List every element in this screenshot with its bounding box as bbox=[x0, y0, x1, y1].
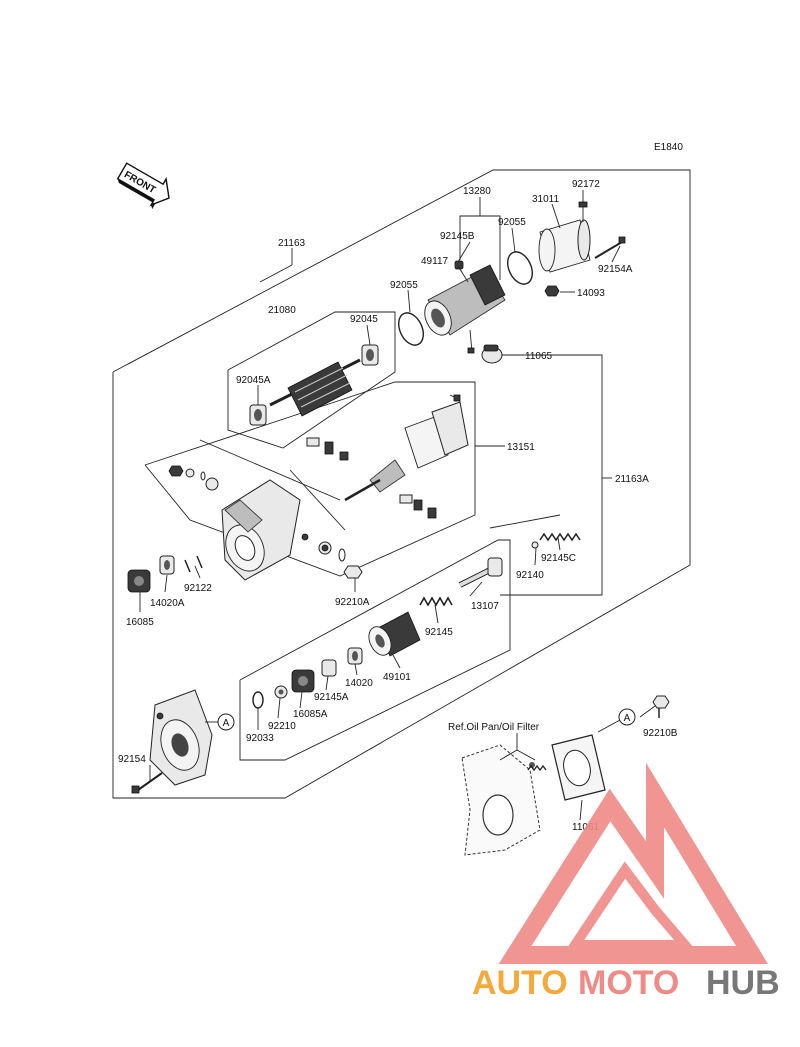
label-21163A: 21163A bbox=[615, 474, 649, 485]
label-92210: 92210 bbox=[268, 721, 296, 732]
part-92033-snap-ring bbox=[252, 691, 264, 709]
part-11061-gasket bbox=[551, 734, 606, 801]
label-92045: 92045 bbox=[350, 314, 378, 325]
part-11065-cap bbox=[481, 344, 503, 364]
label-14020: 14020 bbox=[345, 678, 373, 689]
label-13107: 13107 bbox=[471, 601, 499, 612]
part-92154A-bolt bbox=[594, 236, 626, 259]
label-14020A: 14020A bbox=[150, 598, 185, 609]
watermark-logo: AUTO MOTO HUB bbox=[472, 762, 780, 1002]
callout-a-right: A bbox=[618, 708, 636, 726]
label-92055-lower: 92055 bbox=[390, 280, 418, 291]
part-92045-bearing bbox=[361, 344, 379, 366]
part-92210B-nut bbox=[652, 695, 670, 718]
label-92172: 92172 bbox=[572, 179, 600, 190]
part-13107-shaft bbox=[458, 557, 503, 588]
part-16085A-gear bbox=[291, 669, 315, 693]
brush-frame-13151 bbox=[144, 381, 476, 577]
part-16085-gear bbox=[127, 569, 151, 593]
part-21163-housing bbox=[221, 479, 363, 581]
part-92154-bolt bbox=[131, 772, 163, 794]
part-92210-washer bbox=[274, 685, 288, 699]
part-92055-o-ring-upper bbox=[507, 251, 533, 285]
label-92210A: 92210A bbox=[335, 597, 370, 608]
callout-a-left-text: A bbox=[223, 718, 230, 729]
part-31011-end-cover bbox=[538, 219, 591, 273]
label-92140: 92140 bbox=[516, 570, 544, 581]
part-92145C-spring bbox=[531, 532, 581, 549]
part-front-cover bbox=[149, 689, 213, 786]
part-14020-bushing bbox=[347, 647, 363, 665]
callout-a-left: A bbox=[217, 713, 235, 731]
label-92154: 92154 bbox=[118, 754, 146, 765]
label-14093: 14093 bbox=[577, 288, 605, 299]
part-13280-yoke bbox=[424, 264, 506, 354]
part-92145-spring bbox=[419, 596, 453, 607]
part-49101-clutch bbox=[368, 611, 421, 657]
label-16085A: 16085A bbox=[293, 709, 328, 720]
bracket-13280 bbox=[459, 197, 501, 280]
label-49101: 49101 bbox=[383, 672, 411, 683]
part-92055-o-ring-lower bbox=[398, 312, 424, 346]
label-92145B: 92145B bbox=[440, 231, 475, 242]
label-92154A: 92154A bbox=[598, 264, 633, 275]
label-16085: 16085 bbox=[126, 617, 154, 628]
label-21080: 21080 bbox=[268, 305, 296, 316]
label-11065: 11065 bbox=[525, 351, 553, 362]
part-13151-brush-plate bbox=[306, 394, 469, 519]
front-arrow: FRONT bbox=[116, 162, 170, 210]
watermark-text-hub: HUB bbox=[706, 964, 780, 1002]
part-92145A-spacer bbox=[321, 659, 337, 677]
leader-lines bbox=[139, 190, 656, 821]
part-14093-nut bbox=[544, 285, 560, 297]
label-21163: 21163 bbox=[278, 238, 306, 249]
watermark-text-auto: AUTO bbox=[472, 964, 568, 1002]
label-92145: 92145 bbox=[425, 627, 453, 638]
part-92172-screw bbox=[578, 201, 588, 222]
watermark-text-moto: MOTO bbox=[578, 964, 679, 1002]
label-92145C: 92145C bbox=[541, 553, 576, 564]
part-21080-armature bbox=[269, 358, 361, 417]
label-31011: 31011 bbox=[532, 194, 560, 205]
armature-frame-21080 bbox=[227, 311, 396, 449]
part-ref-oil-pan bbox=[461, 744, 547, 856]
diagram-code: E1840 bbox=[654, 142, 683, 153]
part-92122-pin bbox=[184, 555, 203, 573]
watermark-triangle-icon bbox=[498, 762, 768, 964]
label-13151: 13151 bbox=[507, 442, 535, 453]
bracket-21163A bbox=[489, 354, 612, 596]
label-92045A: 92045A bbox=[236, 375, 271, 386]
label-92145A: 92145A bbox=[314, 692, 349, 703]
label-49117: 49117 bbox=[421, 256, 449, 267]
part-14020A-bushing bbox=[159, 555, 175, 575]
label-ref-note: Ref.Oil Pan/Oil Filter bbox=[448, 722, 540, 733]
label-92122: 92122 bbox=[184, 583, 212, 594]
gear-frame bbox=[239, 539, 511, 761]
assembly-frame-21163 bbox=[112, 169, 691, 799]
label-13280: 13280 bbox=[463, 186, 491, 197]
part-92045A-bearing bbox=[249, 404, 267, 426]
callout-a-right-text: A bbox=[624, 713, 631, 724]
part-washers bbox=[168, 465, 219, 491]
label-92033: 92033 bbox=[246, 733, 274, 744]
label-92055-upper: 92055 bbox=[498, 217, 526, 228]
label-92210B: 92210B bbox=[643, 728, 678, 739]
